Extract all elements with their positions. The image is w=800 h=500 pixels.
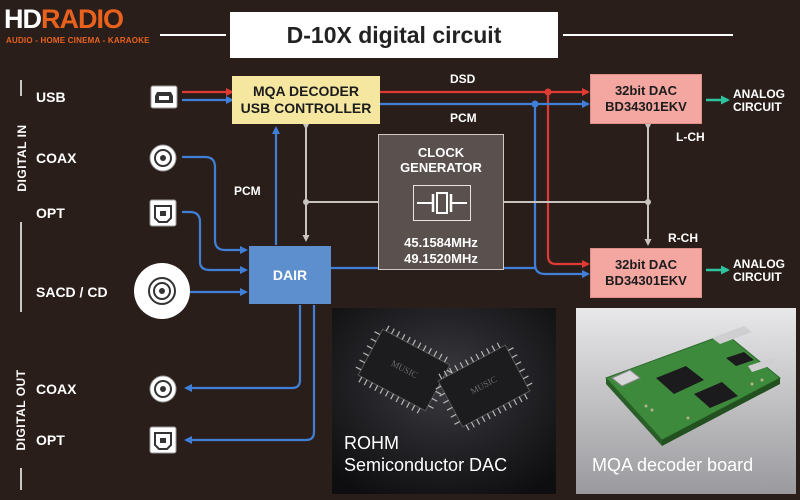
analog-out-bottom-line2: CIRCUIT (733, 270, 782, 284)
dac-chip-photo: MUSIC MUSIC ROHM Semiconductor DAC (332, 308, 556, 494)
analog-out-bottom: ANALOG CIRCUIT (733, 258, 785, 284)
clock-freq-2: 49.1520MHz (404, 251, 478, 266)
analog-out-top-line1: ANALOG (733, 87, 785, 101)
mqa-decoder-subtitle: USB CONTROLLER (240, 100, 372, 116)
output-coax-label: COAX (36, 381, 77, 397)
section-digital-out: DIGITAL OUT (14, 369, 28, 451)
pcm-left-label: PCM (234, 184, 261, 198)
opt-out-wire (184, 305, 316, 444)
diagram-title: D-10X digital circuit (230, 12, 558, 58)
section-digital-in: DIGITAL IN (15, 124, 29, 192)
disc-icon (134, 263, 190, 319)
clock-freq-1: 45.1584MHz (404, 235, 478, 250)
coax-out-wire (184, 305, 302, 392)
pcm-top-label: PCM (450, 111, 477, 125)
dac-top-part: BD34301EKV (605, 99, 687, 114)
title-rule-right (563, 34, 733, 36)
clock-frequencies: 45.1584MHz 49.1520MHz (379, 235, 503, 267)
dac-photo-caption-line1: ROHM (344, 433, 399, 453)
dac-bottom-title: 32bit DAC (614, 257, 678, 272)
logo-hd: HD (4, 4, 42, 34)
output-opt-label: OPT (36, 432, 65, 448)
pcm-branch-wire (533, 104, 590, 278)
mqa-board-photo: MQA decoder board (576, 308, 796, 494)
dsd-label: DSD (450, 72, 476, 86)
brand-logo: HDRADIO (4, 4, 124, 34)
dac-top-block: 32bit DAC BD34301EKV (590, 74, 702, 124)
input-usb-label: USB (36, 89, 66, 105)
mqa-decoder-block: MQA DECODER USB CONTROLLER (232, 76, 380, 124)
analog-out-bottom-line1: ANALOG (733, 257, 785, 271)
dair-block: DAIR (249, 246, 331, 304)
coax-out-jack-icon (149, 375, 177, 403)
rch-label: R-CH (668, 231, 698, 245)
usb-b-port-icon (150, 85, 178, 109)
coax-in-wire (182, 155, 248, 254)
dac-bottom-block: 32bit DAC BD34301EKV (590, 248, 702, 298)
clock-title-line1: CLOCK (417, 145, 465, 160)
dac-chip-illustration: MUSIC MUSIC (332, 308, 556, 494)
dsd-branch-wire (546, 92, 590, 268)
input-sacd-label: SACD / CD (36, 284, 108, 300)
logo-tagline: AUDIO - HOME CINEMA - KARAOKE (6, 36, 150, 45)
opt-in-wire (182, 210, 248, 274)
board-photo-caption: MQA decoder board (592, 455, 754, 475)
dac-photo-caption: ROHM Semiconductor DAC (344, 432, 507, 476)
analog-out-top: ANALOG CIRCUIT (733, 88, 785, 114)
clock-generator-block: CLOCK GENERATOR 45.1584MHz 49.1520MHz (378, 134, 504, 270)
input-coax-label: COAX (36, 150, 77, 166)
dac-top-title: 32bit DAC (614, 83, 678, 98)
coax-in-jack-icon (149, 144, 177, 172)
input-opt-label: OPT (36, 205, 65, 221)
mqa-decoder-title: MQA DECODER (252, 83, 360, 99)
clock-title-line2: GENERATOR (400, 160, 482, 175)
lch-label: L-CH (676, 130, 705, 144)
optical-out-jack-icon (149, 426, 177, 454)
dac-photo-caption-line2: Semiconductor DAC (344, 455, 508, 475)
title-rule-left (160, 34, 226, 36)
analog-out-top-line2: CIRCUIT (733, 100, 782, 114)
mqa-board-illustration (576, 308, 796, 494)
dac-bottom-part: BD34301EKV (605, 273, 687, 288)
logo-radio: RADIO (41, 4, 124, 34)
crystal-oscillator-icon (413, 185, 471, 221)
clock-title: CLOCK GENERATOR (379, 145, 503, 175)
optical-in-jack-icon (149, 199, 177, 227)
